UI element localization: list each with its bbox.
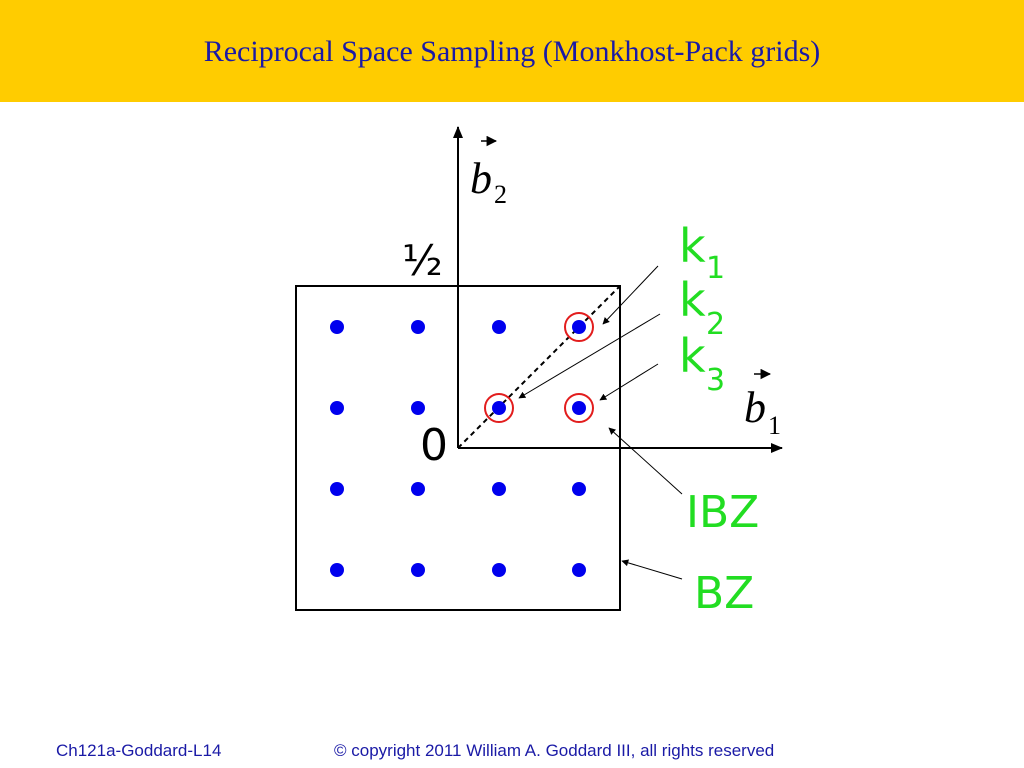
- grid-point: [411, 320, 425, 334]
- k1-arrow-icon: [602, 265, 659, 325]
- ibz-arrow-icon: [608, 427, 683, 495]
- k2-subscript: 2: [706, 307, 725, 342]
- grid-point: [572, 320, 586, 334]
- k3-circle: [564, 393, 594, 423]
- title-bar: [0, 0, 1024, 102]
- grid-point: [330, 482, 344, 496]
- b2-subscript: 2: [494, 180, 507, 209]
- ibz-label: IBZ: [686, 487, 759, 538]
- grid-point: [411, 563, 425, 577]
- grid-point: [411, 401, 425, 415]
- grid-point: [572, 401, 586, 415]
- k2-letter: k: [679, 273, 706, 327]
- footer-copyright: © copyright 2011 William A. Goddard III,…: [334, 741, 775, 760]
- k3-arrow-icon: [599, 363, 659, 401]
- k3-letter: k: [679, 329, 706, 383]
- origin-label: 0: [420, 420, 448, 471]
- grid-point: [492, 401, 506, 415]
- grid-point: [492, 482, 506, 496]
- k3-subscript: 3: [706, 363, 725, 398]
- slide-title: Reciprocal Space Sampling (Monkhost-Pack…: [203, 35, 821, 68]
- bz-arrow-icon: [621, 559, 683, 580]
- b1-subscript: 1: [768, 411, 781, 440]
- grid-point: [572, 482, 586, 496]
- grid-point: [330, 401, 344, 415]
- b2-letter: b: [470, 154, 492, 203]
- grid-point: [492, 320, 506, 334]
- k3-label: k 3: [679, 329, 725, 398]
- b1-letter: b: [744, 383, 766, 432]
- k1-circle: [564, 312, 594, 342]
- k2-circle: [484, 393, 514, 423]
- k1-subscript: 1: [706, 251, 725, 286]
- grid-point: [330, 320, 344, 334]
- ibz-diagonal: [457, 285, 621, 449]
- b2-label: b 2: [470, 135, 507, 209]
- bz-label: BZ: [694, 568, 754, 619]
- grid-points: [330, 320, 586, 577]
- grid-point: [411, 482, 425, 496]
- grid-point: [572, 563, 586, 577]
- k2-arrow-icon: [518, 313, 661, 399]
- grid-point: [330, 563, 344, 577]
- half-label: ½: [402, 236, 443, 285]
- footer-course: Ch121a-Goddard-L14: [56, 741, 222, 760]
- b1-label: b 1: [744, 368, 781, 440]
- grid-point: [492, 563, 506, 577]
- k1-label: k 1: [679, 219, 725, 286]
- k1-letter: k: [679, 219, 706, 273]
- k2-label: k 2: [679, 273, 725, 342]
